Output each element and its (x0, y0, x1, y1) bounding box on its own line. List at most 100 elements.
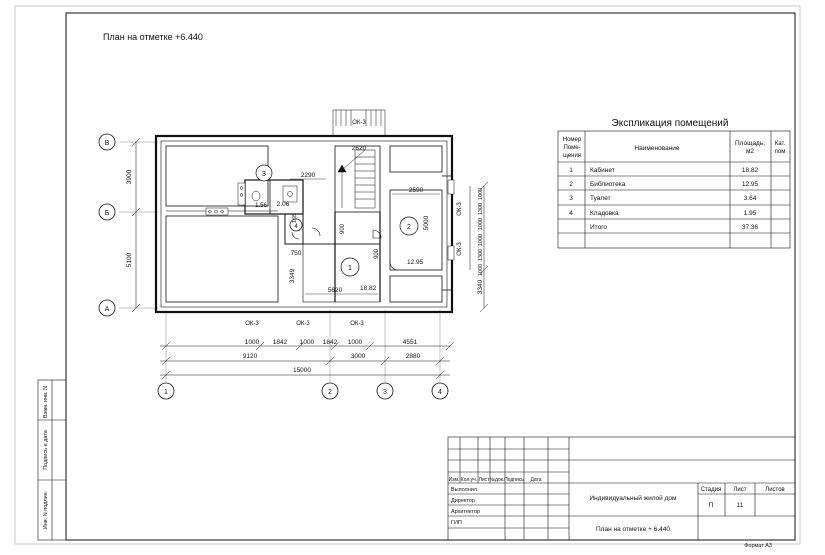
format-label: Формат А3 (744, 543, 772, 549)
explication-header-num-3: щения (563, 153, 581, 159)
explication-row-name: Кладовка (590, 210, 619, 217)
room-area-1: 18.82 (360, 285, 377, 292)
left-dim-chain (131, 137, 141, 313)
doors (291, 227, 399, 271)
axis-bubble-4 (431, 382, 449, 400)
stamp-sheet-label: Лист (733, 487, 746, 493)
explication-row-name: Кабинет (590, 166, 615, 174)
dim-left-5100: 5100 (126, 252, 133, 267)
stamp-stage-value: П (709, 502, 714, 509)
side-stamp (37, 379, 67, 541)
stamp-head-kolich: Кол.уч. (461, 477, 477, 483)
axis-bubble-1 (157, 382, 175, 400)
explication-header-num-2: Поме- (563, 145, 580, 151)
stamp-role-director: Директор (451, 498, 475, 504)
plan-title: План на отметке +6.440 (103, 32, 203, 42)
stamp-role-gip: ГИП (451, 520, 462, 526)
axis-bubble-2 (321, 382, 339, 400)
axis-bubble-b (98, 203, 116, 221)
window-tag-1: ОК-3 (245, 321, 259, 327)
dim-3349: 3349 (289, 268, 296, 283)
stamp-stage-label: Стадия (701, 487, 721, 493)
staircase (337, 149, 376, 209)
stamp-sheet-value: 11 (737, 502, 744, 509)
axis-row-bubbles: В Б А (98, 133, 116, 317)
dim-2590: 2590 (409, 187, 424, 194)
explication-header-cat-2: пом (775, 149, 786, 155)
right-dim-chain (469, 181, 489, 313)
explication-row-num: 1 (569, 167, 573, 174)
axis-col-bubbles: 1 2 3 4 (157, 382, 449, 400)
stamp-project-name: Индивидуальный жилой дом (589, 494, 677, 502)
dim-left-3900: 3900 (126, 169, 133, 184)
stamp-head-signature: Подпись (504, 477, 524, 483)
dim-bottom-1000-c: 1000 (348, 339, 363, 346)
dim-bottom-total: 15000 (293, 367, 311, 374)
explication-row-name: Итого (590, 224, 607, 231)
window-tag-3: ОК-3 (350, 321, 364, 327)
dim-bottom-9120: 9120 (243, 353, 258, 360)
dim-right-3340: 3340 (477, 279, 484, 294)
drawing-frame (65, 12, 796, 541)
stamp-head-izm: Изм. (449, 477, 460, 483)
stamp-role-executor: Выполнил (451, 487, 477, 493)
bottom-dim-chain (160, 341, 455, 380)
dim-1-95: 1.95 (292, 213, 298, 223)
explication-row-num: 4 (569, 210, 573, 217)
explication-header-cat-1: Кат. (775, 141, 786, 147)
dim-right-1300-a: 1300 (478, 203, 484, 215)
title-block-head: Изм. Кол.уч. Лист №док. Подпись Дата (449, 477, 542, 483)
dim-right-1000-b: 1000 (478, 218, 484, 230)
title-block (447, 436, 796, 541)
explication-row-area: 12.95 (742, 181, 759, 188)
dim-right-1000-c: 1000 (478, 234, 484, 246)
axis-label-4: 4 (438, 389, 442, 396)
stamp-sheets-label: Листов (765, 487, 785, 493)
stamp-head-ndok: №док. (490, 477, 505, 483)
axis-bubble-3 (376, 382, 394, 400)
axis-label-b: Б (105, 210, 110, 217)
side-stamp-sign: Подпись и дата (43, 429, 49, 469)
explication-row-num: 3 (569, 195, 573, 202)
explication-row-area: 1.95 (744, 210, 757, 217)
dim-bottom-3000: 3000 (351, 353, 366, 360)
side-stamp-replace: Взам. инв. N (43, 386, 49, 418)
stamp-head-list: Лист (479, 477, 491, 483)
axis-bubble-a (98, 299, 116, 317)
balcony (332, 109, 386, 137)
dim-top-2620: 2620 (352, 145, 367, 152)
window-tag-4: ОК-3 (457, 202, 463, 216)
dim-bottom-1842-a: 1842 (273, 339, 288, 346)
dim-bottom-1842-b: 1842 (323, 339, 338, 346)
axis-bubble-v (98, 133, 116, 151)
dim-bottom-1000-a: 1000 (245, 339, 260, 346)
dim-750: 750 (291, 250, 302, 257)
explication-header-area-1: Площадь, (735, 140, 765, 147)
axis-label-v: В (105, 140, 110, 147)
fixtures (205, 179, 455, 261)
dim-right-1300-b: 1300 (478, 249, 484, 261)
room-number-4: 4 (294, 224, 298, 230)
dim-bottom-4551: 4551 (403, 339, 418, 346)
stamp-role-architect: Архитектор (451, 509, 480, 515)
window-tag-5: ОК-3 (457, 242, 463, 256)
explication-row-area: 18.82 (742, 167, 759, 174)
dim-bottom-1000-b: 1000 (300, 339, 315, 346)
explication-rows: 1 Кабинет 18.82 2 Библиотека 12.95 3 Туа… (569, 166, 758, 231)
room-markers: 3 4 1 2 (255, 164, 419, 277)
side-stamp-inv: Инв. N подлин. (43, 490, 49, 529)
dim-900-a: 900 (340, 223, 346, 234)
dim-1-56: 1.56 (255, 203, 267, 209)
sheet-border (14, 5, 801, 545)
stamp-sheet-name: План на отметке + 6.440 (596, 526, 670, 533)
explication-row-name: Туалет (590, 195, 611, 202)
explication-row-num: 2 (569, 181, 573, 188)
window-tag-2: ОК-3 (296, 321, 310, 327)
dim-900-b: 900 (374, 248, 380, 259)
explication-header-num-1: Номер (563, 137, 582, 143)
dim-5620: 5620 (328, 287, 343, 294)
room-area-2: 12.95 (407, 259, 424, 266)
explication-row-name: Библиотека (590, 180, 626, 188)
